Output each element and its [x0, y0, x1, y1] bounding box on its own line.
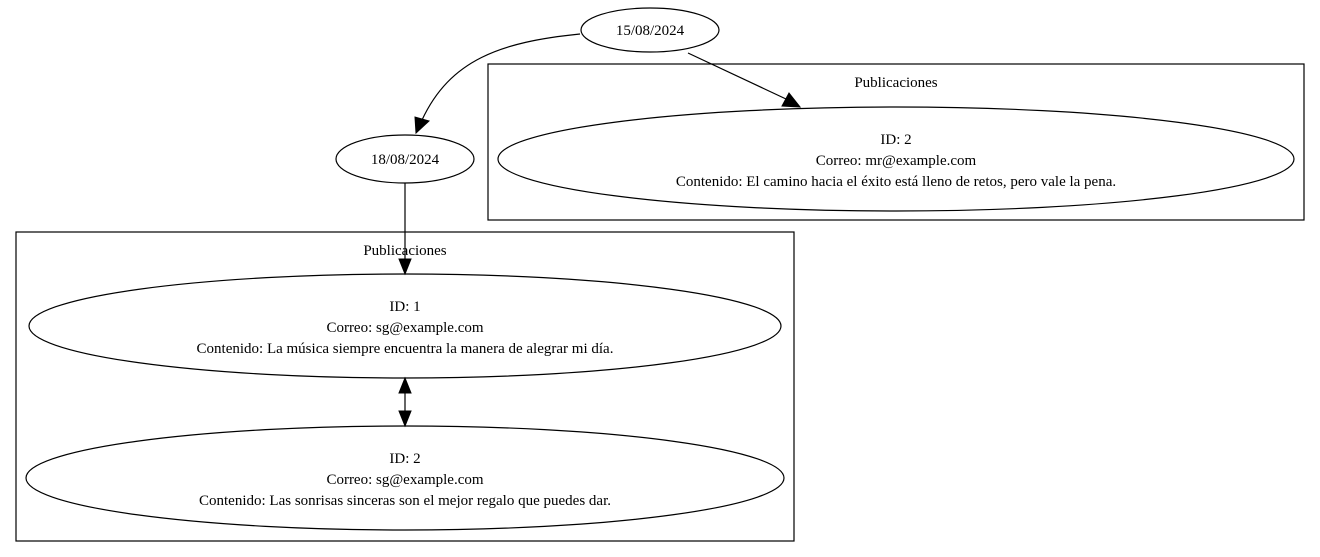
node-ellipse — [335, 134, 475, 184]
post-node-id2-mr[interactable]: ID: 2 Correo: mr@example.com Contenido: … — [497, 106, 1295, 212]
post-id: ID: 2 — [880, 132, 911, 148]
edge-line — [687, 52, 787, 100]
post-email: Correo: mr@example.com — [816, 153, 977, 169]
edge-post-1-to-post-2-bidirectional — [398, 376, 412, 428]
cluster-border — [487, 63, 1305, 221]
node-ellipse — [497, 106, 1295, 212]
arrowhead-up — [398, 376, 412, 394]
arrowhead — [414, 116, 430, 135]
arrowhead — [398, 258, 412, 276]
date-node-15-08-2024[interactable]: 15/08/2024 — [580, 7, 720, 53]
arrowhead-down — [398, 410, 412, 428]
edge-18082024-to-post-1 — [398, 183, 412, 276]
post-id: ID: 1 — [389, 299, 420, 315]
post-email: Correo: sg@example.com — [326, 320, 483, 336]
post-content: Contenido: Las sonrisas sinceras son el … — [199, 493, 611, 509]
edge-15082024-to-post-mr — [687, 52, 802, 108]
node-ellipse — [580, 7, 720, 53]
edge-15082024-to-18082024 — [414, 33, 581, 135]
post-node-id1-sg[interactable]: ID: 1 Correo: sg@example.com Contenido: … — [28, 273, 782, 379]
cluster-publicaciones-1: Publicaciones — [487, 63, 1305, 221]
node-label: 18/08/2024 — [371, 152, 440, 168]
node-ellipse — [25, 425, 785, 531]
post-content: Contenido: El camino hacia el éxito está… — [676, 174, 1116, 190]
node-label: 15/08/2024 — [616, 23, 685, 39]
post-content: Contenido: La música siempre encuentra l… — [197, 341, 614, 357]
post-node-id2-sg[interactable]: ID: 2 Correo: sg@example.com Contenido: … — [25, 425, 785, 531]
arrowhead — [781, 92, 802, 108]
post-email: Correo: sg@example.com — [326, 472, 483, 488]
cluster-label: Publicaciones — [854, 75, 937, 91]
node-ellipse — [28, 273, 782, 379]
date-node-18-08-2024[interactable]: 18/08/2024 — [335, 134, 475, 184]
edge-line — [421, 33, 581, 121]
post-id: ID: 2 — [389, 451, 420, 467]
